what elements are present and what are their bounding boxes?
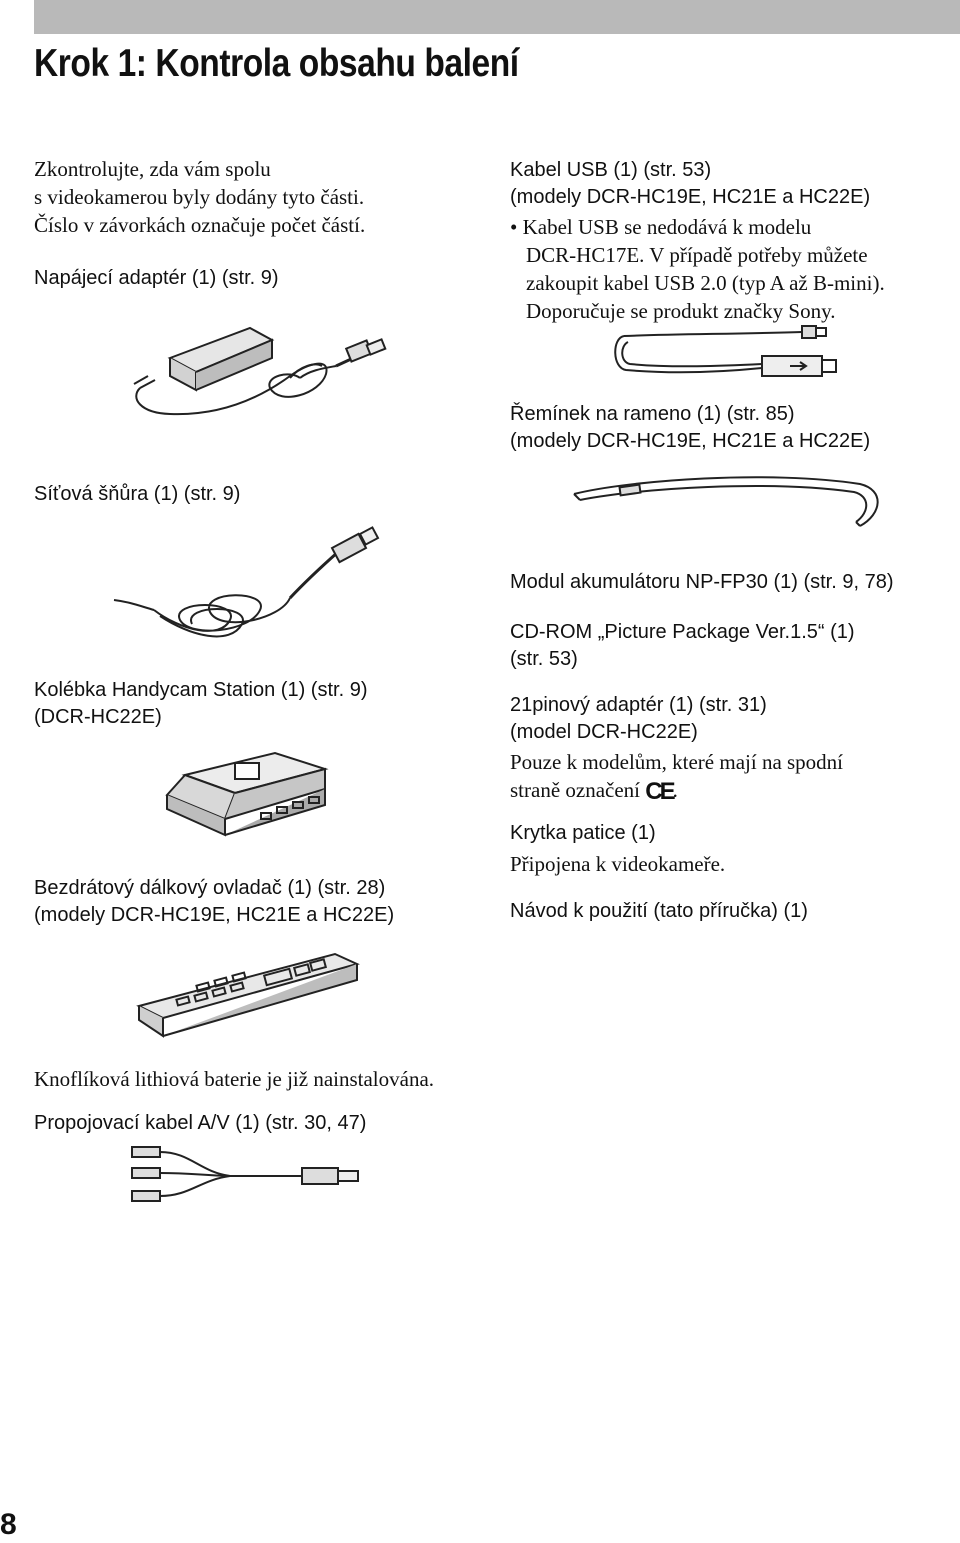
manual-label: Návod k použití (tato příručka) (1) [510, 900, 808, 922]
remote-label-line: Bezdrátový dálkový ovladač (1) (str. 28) [34, 877, 386, 899]
adapter21-note-line: straně označení CE. [510, 776, 843, 806]
usb-note-line: zakoupit kabel USB 2.0 (typ A až B-mini)… [526, 271, 885, 295]
usb-note-line: DCR-HC17E. V případě potřeby můžete [526, 243, 868, 267]
cradle-label: Kolébka Handycam Station (1) (str. 9) (D… [34, 677, 367, 731]
power-cord-illustration [113, 526, 380, 638]
shoe-cap-note: Připojena k videokameře. [510, 852, 726, 876]
intro-text: Zkontrolujte, zda vám spolu s videokamer… [34, 155, 365, 239]
usb-cable-label-line: (modely DCR-HC19E, HC21E a HC22E) [510, 186, 871, 208]
cradle-label-line: (DCR-HC22E) [34, 706, 162, 728]
usb-note-line: • Kabel USB se nedodává k modelu [510, 215, 812, 239]
header-bar [34, 0, 960, 34]
cdrom-label-line: (str. 53) [510, 648, 578, 670]
shoulder-strap-illustration [573, 476, 879, 527]
ac-adapter-illustration [133, 326, 387, 416]
cdrom-label: CD-ROM „Picture Package Ver.1.5“ (1) (st… [510, 619, 855, 673]
shoe-cap-label: Krytka patice (1) [510, 822, 656, 844]
usb-note: • Kabel USB se nedodává k modelu DCR-HC1… [510, 213, 885, 325]
battery-pack-label: Modul akumulátoru NP-FP30 (1) (str. 9, 7… [510, 571, 894, 593]
adapter21-note-text: straně označení [510, 778, 641, 802]
av-cable-illustration [131, 1146, 359, 1202]
ce-mark-icon: CE [645, 778, 675, 805]
ce-period: . [672, 778, 678, 802]
adapter-label: Napájecí adaptér (1) (str. 9) [34, 267, 279, 289]
cord-label: Síťová šňůra (1) (str. 9) [34, 483, 241, 505]
remote-label-line: (modely DCR-HC19E, HC21E a HC22E) [34, 904, 395, 926]
intro-line: Číslo v závorkách označuje počet částí. [34, 213, 366, 237]
page-number: 8 [0, 1508, 17, 1541]
strap-label-line: (modely DCR-HC19E, HC21E a HC22E) [510, 430, 871, 452]
remote-label: Bezdrátový dálkový ovladač (1) (str. 28)… [34, 875, 394, 929]
usb-cable-label-line: Kabel USB (1) (str. 53) [510, 159, 712, 181]
cdrom-label-line: CD-ROM „Picture Package Ver.1.5“ (1) [510, 621, 855, 643]
usb-cable-label: Kabel USB (1) (str. 53) (modely DCR-HC19… [510, 157, 870, 211]
handycam-station-illustration [165, 751, 329, 837]
adapter21-note: Pouze k modelům, které mají na spodní st… [510, 748, 843, 806]
cradle-label-line: Kolébka Handycam Station (1) (str. 9) [34, 679, 368, 701]
strap-label-line: Řemínek na rameno (1) (str. 85) [510, 403, 795, 425]
adapter21-label-line: (model DCR-HC22E) [510, 721, 698, 743]
adapter21-note-line: Pouze k modelům, které mají na spodní [510, 750, 844, 774]
av-cable-label: Propojovací kabel A/V (1) (str. 30, 47) [34, 1112, 367, 1134]
intro-line: s videokamerou byly dodány tyto části. [34, 185, 365, 209]
adapter21-label-line: 21pinový adaptér (1) (str. 31) [510, 694, 767, 716]
usb-cable-illustration [614, 325, 837, 377]
battery-note: Knoflíková lithiová baterie je již nains… [34, 1067, 435, 1091]
remote-control-illustration [136, 952, 360, 1038]
intro-line: Zkontrolujte, zda vám spolu [34, 157, 271, 181]
usb-note-line: Doporučuje se produkt značky Sony. [526, 299, 836, 323]
page-title: Krok 1: Kontrola obsahu balení [34, 42, 519, 85]
strap-label: Řemínek na rameno (1) (str. 85) (modely … [510, 401, 870, 455]
adapter21-label: 21pinový adaptér (1) (str. 31) (model DC… [510, 692, 767, 746]
